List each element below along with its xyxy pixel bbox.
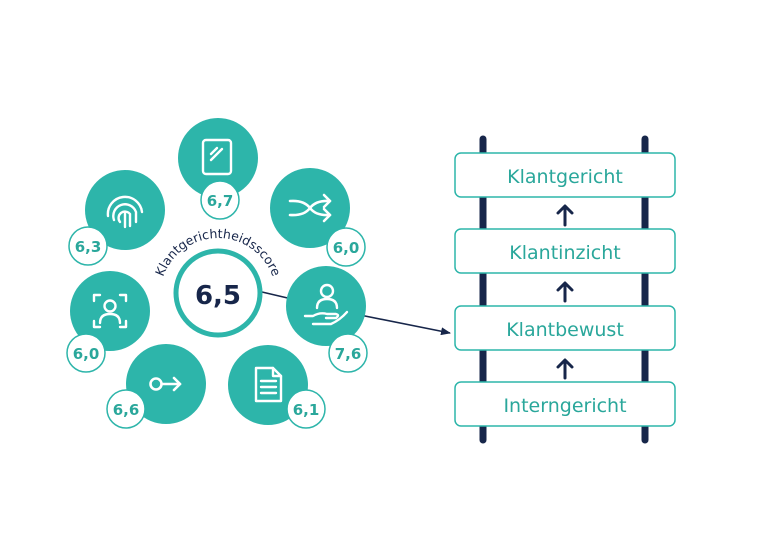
tablet-icon — [201, 138, 233, 176]
dimension-node-7: 6,3 — [68, 170, 165, 266]
dimension-score: 6,3 — [75, 238, 102, 256]
dimension-node-4: 6,1 — [228, 345, 326, 429]
dimension-score: 6,6 — [113, 401, 140, 419]
ladder-up-arrow-3 — [556, 358, 574, 380]
dimension-score: 6,0 — [73, 345, 100, 363]
face-scan-icon — [92, 293, 128, 329]
ladder-step-label: Klantbewust — [506, 319, 624, 341]
ladder: Klantgericht Klantinzicht Klantbewust In… — [454, 135, 676, 444]
ladder-step-3: Klantbewust — [454, 305, 676, 351]
dimension-node-2: 6,0 — [270, 168, 366, 267]
center-score: 6,5 — [173, 248, 263, 338]
dimension-node-5: 6,6 — [106, 344, 206, 429]
exchange-icon — [288, 193, 332, 223]
fingerprint-icon — [106, 195, 144, 229]
ladder-step-label: Klantinzicht — [509, 242, 620, 264]
dimension-score: 6,1 — [293, 401, 320, 419]
document-icon — [254, 366, 283, 403]
dimension-node-1: 6,7 — [178, 118, 258, 220]
ladder-step-label: Klantgericht — [507, 166, 623, 188]
ladder-step-1: Klantgericht — [454, 152, 676, 198]
center-score-value: 6,5 — [195, 281, 241, 311]
ladder-up-arrow-1 — [556, 204, 574, 227]
ladder-step-4: Interngericht — [454, 381, 676, 427]
hand-person-icon — [303, 283, 349, 326]
arrow-key-icon — [149, 376, 182, 392]
ladder-up-arrow-2 — [556, 281, 574, 303]
dimension-score: 6,7 — [207, 192, 234, 210]
dimension-score: 6,0 — [333, 239, 360, 257]
ladder-step-label: Interngericht — [503, 395, 626, 417]
dimension-node-3: 7,6 — [286, 266, 368, 373]
dimension-score: 7,6 — [335, 345, 362, 363]
dimension-node-6: 6,0 — [66, 271, 150, 373]
ladder-step-2: Klantinzicht — [454, 228, 676, 274]
